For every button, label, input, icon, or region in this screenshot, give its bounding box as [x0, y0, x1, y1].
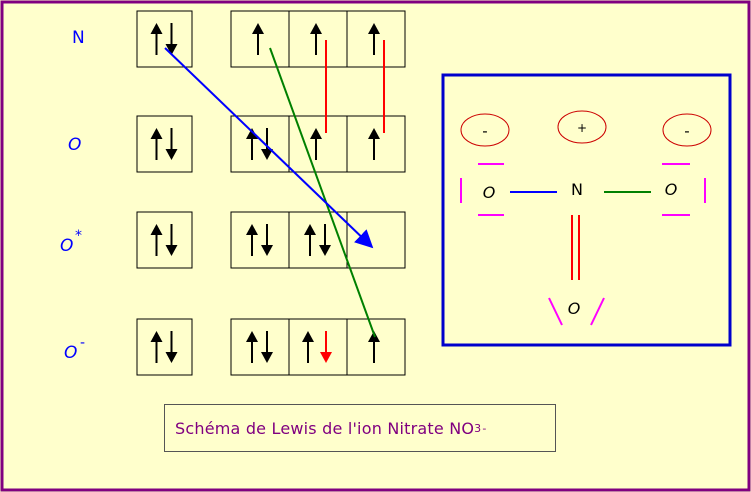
atom-o-left: O: [483, 183, 496, 202]
row-3-core-box: [136, 318, 193, 376]
row-0-valence-box-1: [288, 10, 348, 68]
charge-circle-right: [662, 113, 712, 147]
row-2-valence-0-electron-up: [246, 224, 258, 256]
charge-center: +: [577, 121, 587, 135]
row-1-valence-2-electron-up: [368, 128, 380, 160]
caption-superscript: -: [482, 421, 487, 435]
row-3-valence-0-electron-down: [261, 331, 273, 363]
row-2-valence-1-electron-up: [304, 224, 316, 256]
charge-circle-left: [460, 113, 510, 147]
row-2-valence-box-1: [288, 211, 348, 269]
row-label-o-star: O: [60, 236, 73, 256]
caption-text: Schéma de Lewis de l'ion Nitrate NO: [175, 418, 475, 438]
row-0-valence-box-0: [230, 10, 290, 68]
lewis-structure: - + - O N O O: [441, 73, 732, 347]
row-2-valence-0-electron-down: [261, 224, 273, 256]
row-label-o: O: [68, 135, 81, 155]
row-2-valence-box-0: [230, 211, 290, 269]
charge-left: -: [482, 122, 487, 140]
row-1-core-electron-up: [150, 128, 163, 160]
caption-subscript: 3: [474, 421, 482, 435]
lewis-box: [441, 73, 732, 347]
row-1-core-box: [136, 115, 193, 173]
row-0-valence-1-electron-up: [310, 23, 322, 55]
row-1-valence-0-electron-down: [261, 128, 273, 160]
row-labels: N O O * O -: [60, 28, 85, 363]
row-1-valence-0-electron-up: [246, 128, 258, 160]
row-3-valence-1-electron-up: [302, 331, 314, 363]
charge-right: -: [684, 122, 689, 140]
row-3-core-electron-down: [165, 331, 178, 363]
row-0-core-electron-down: [165, 23, 178, 55]
row-3-valence-1-electron-down-red: [320, 331, 332, 363]
row-0-core-electron-up: [150, 23, 163, 55]
row-label-o-star-sup: *: [75, 228, 82, 244]
row-1-valence-1-electron-up: [310, 128, 322, 160]
row-2-core-electron-up: [150, 224, 163, 256]
row-0-valence-box-2: [346, 10, 406, 68]
atom-o-right: O: [665, 180, 678, 199]
row-2-valence-box-2: [346, 211, 406, 269]
charge-circle-center: [557, 110, 607, 144]
lone-pairs: [460, 163, 706, 326]
row-2-core-electron-down: [165, 224, 178, 256]
blue-transfer-arrow: [164, 47, 374, 249]
row-0-valence-2-electron-up: [368, 23, 380, 55]
row-3-valence-0-electron-up: [246, 331, 258, 363]
row-label-n: N: [72, 28, 85, 48]
row-0-core-box: [136, 10, 193, 68]
row-3-valence-box-0: [230, 318, 290, 376]
row-2-core-box: [136, 211, 193, 269]
orbital-boxes: [136, 10, 406, 376]
row-3-core-electron-up: [150, 331, 163, 363]
row-1-core-electron-down: [165, 128, 178, 160]
row-2-valence-1-electron-down: [319, 224, 331, 256]
row-3-valence-box-2: [346, 318, 406, 376]
row-3-valence-box-1: [288, 318, 348, 376]
row-0-valence-0-electron-up: [252, 23, 264, 55]
green-bond-line: [269, 47, 376, 338]
row-label-o-minus-sup: -: [80, 335, 85, 351]
row-1-valence-box-2: [346, 115, 406, 173]
row-label-o-minus: O: [64, 343, 77, 363]
row-1-valence-box-0: [230, 115, 290, 173]
atom-n-center: N: [571, 180, 583, 199]
atom-o-bottom: O: [568, 299, 581, 318]
